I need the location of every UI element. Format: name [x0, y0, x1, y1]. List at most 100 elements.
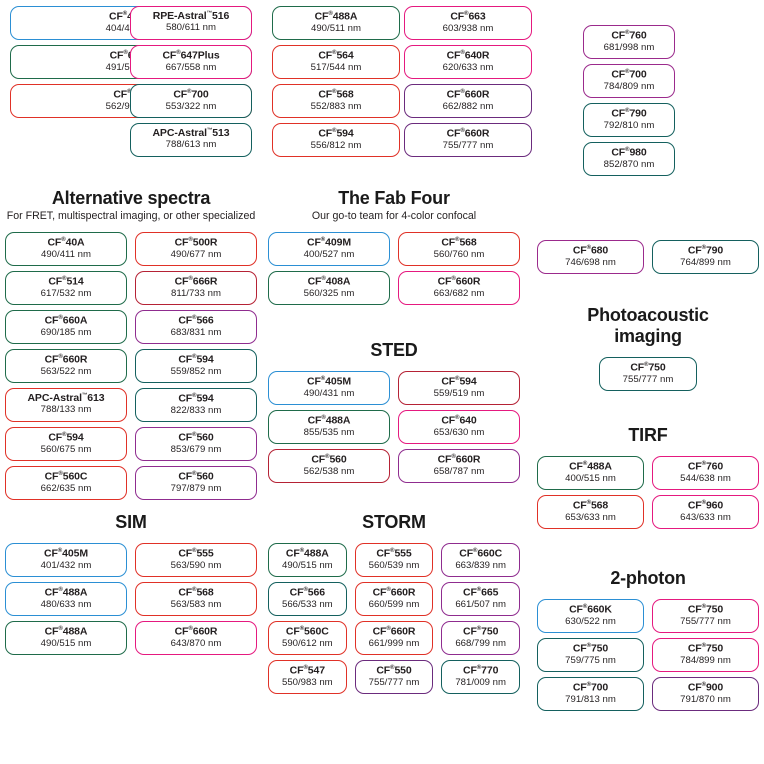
registered-trademark-icon: ® [58, 625, 63, 632]
registered-trademark-icon: ® [582, 603, 588, 610]
registered-trademark-icon: ® [701, 642, 706, 649]
registered-trademark-icon: ® [625, 29, 630, 36]
registered-trademark-icon: ® [187, 88, 192, 95]
dye-spectra-values: 811/733 nm [171, 287, 221, 299]
dye-spectra-values: 784/809 nm [603, 80, 655, 92]
registered-trademark-icon: ® [192, 353, 197, 360]
registered-trademark-icon: ® [455, 414, 460, 421]
dye-name: CF®405M [307, 375, 351, 388]
registered-trademark-icon: ® [192, 392, 197, 399]
dye-spectra-values: 559/519 nm [433, 387, 485, 399]
dye-spectra-values: 853/679 nm [170, 443, 222, 455]
registered-trademark-icon: ® [192, 314, 197, 321]
dye-name: CF®660K [569, 603, 612, 616]
registered-trademark-icon: ® [127, 89, 131, 95]
dye-spectra-values: 560/675 nm [40, 443, 92, 455]
registered-trademark-icon: ® [188, 625, 193, 632]
dye-name: CF®660R [44, 353, 88, 366]
dye-name: CF®568 [178, 586, 214, 599]
registered-trademark-icon: ® [123, 49, 128, 56]
dye-spectra-values: 662/635 nm [40, 482, 92, 494]
dye-name: CF®660A [44, 314, 88, 327]
dye-name: CF®594 [178, 392, 214, 405]
registered-trademark-icon: ® [122, 10, 128, 17]
registered-trademark-icon: ® [320, 375, 326, 382]
registered-trademark-icon: ® [476, 625, 482, 632]
dye-name: CF®700 [611, 68, 647, 81]
